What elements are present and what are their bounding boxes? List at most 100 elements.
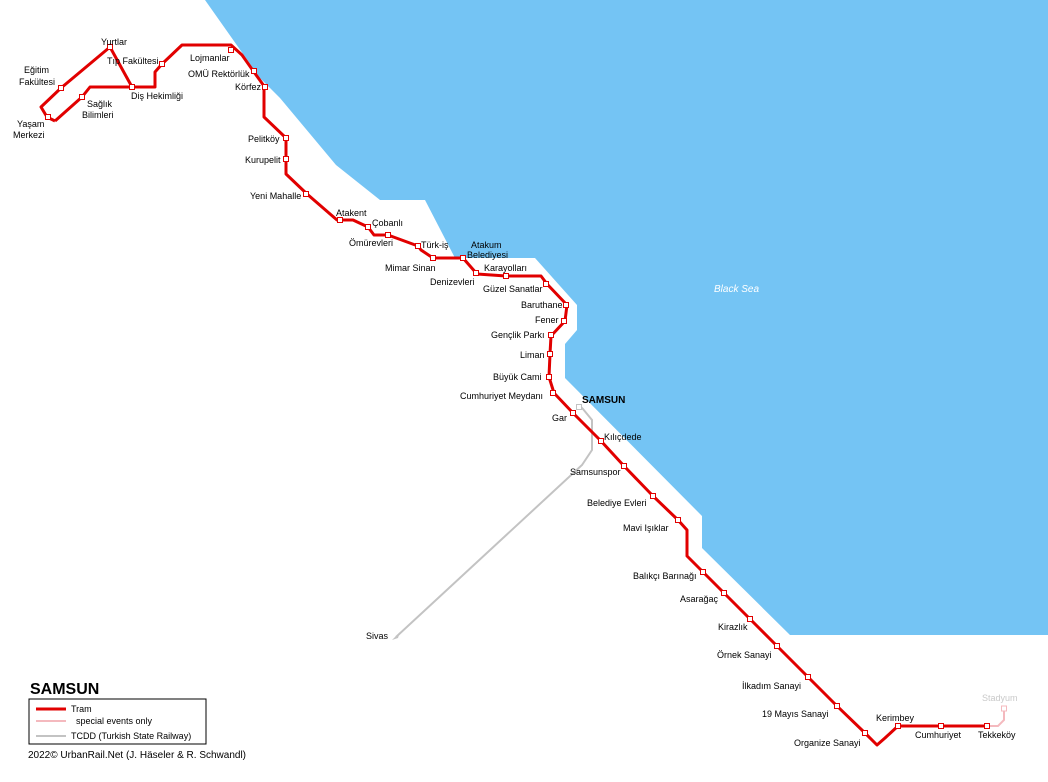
station-cumhuriyet [938,723,944,729]
station-fener [561,318,567,324]
label-yeni-mahalle: Yeni Mahalle [250,191,301,201]
station-genclik-parki [548,332,554,338]
label-korfez: Körfez [235,82,262,92]
station-asaragac [721,590,727,596]
label-baruthane: Baruthane [521,300,563,310]
label-ornek-sanayi: Örnek Sanayi [717,650,772,660]
label-egitim: Eğitim [24,65,49,75]
label-karayollari: Karayolları [484,263,527,273]
label-mimar-sinan: Mimar Sinan [385,263,436,273]
black-sea [205,0,1048,635]
station-ornek-sanayi [774,643,780,649]
label-belediye-evleri: Belediye Evleri [587,498,647,508]
station-atakum-belediyesi [460,255,466,261]
label-samsunspor: Samsunspor [570,467,621,477]
credit-text: 2022© UrbanRail.Net (J. Häseler & R. Sch… [28,750,246,761]
station-ilkadim-sanayi [805,674,811,680]
station-cobanli [365,224,371,230]
station-denizevleri [473,270,479,276]
label-genclik-parki: Gençlik Parkı [491,330,545,340]
sivas-label: Sivas [366,631,389,641]
station-omurevleri [385,232,391,238]
legend-tram-label: Tram [71,704,92,714]
station-19-mayis-sanayi [834,703,840,709]
label-tip-fakultesi: Tıp Fakültesi [107,56,159,66]
station-lojmanlar [228,47,234,53]
label-gar: Gar [552,413,567,423]
label-pelitkoy: Pelitköy [248,134,280,144]
station-samsunspor [621,463,627,469]
station-atakent [337,217,343,223]
station-egitim-fakultesi [58,85,64,91]
label-tekkekoy: Tekkeköy [978,730,1016,740]
label-omu-rektorluk: OMÜ Rektörlük [188,69,250,79]
label-atakum: Atakum [471,240,502,250]
label-lojmanlar: Lojmanlar [190,53,230,63]
station-belediye-evleri [650,493,656,499]
label-denizevleri: Denizevleri [430,277,475,287]
station-balikci-barinagi [700,569,706,575]
label-buyuk-cami: Büyük Cami [493,372,542,382]
legend-special-label: special events only [76,716,153,726]
label-kurupelit: Kurupelit [245,155,281,165]
label-saglik: Sağlık [87,99,113,109]
label-yasam: Yaşam [17,119,44,129]
label-19-mayis-sanayi: 19 Mayıs Sanayi [762,709,829,719]
label-cobanli: Çobanlı [372,218,403,228]
station-karayollari [503,273,509,279]
station-yurtlar [107,44,113,50]
station-pelitkoy [283,135,289,141]
station-baruthane [563,302,569,308]
station-mimar-sinan [430,255,436,261]
city-label: SAMSUN [582,395,625,406]
station-gar [570,410,576,416]
station-yasam-merkezi [45,114,51,120]
station-guzel-sanatlar [543,281,549,287]
station-liman [547,351,553,357]
sea-label: Black Sea [714,284,759,295]
station-organize-sanayi [862,730,868,736]
station-tip-fakultesi [159,61,165,67]
label-balikci-barinagi: Balıkçı Barınağı [633,571,697,581]
label-asaragac: Asarağaç [680,594,719,604]
label-cumhuriyet: Cumhuriyet [915,730,962,740]
label-organize-sanayi: Organize Sanayi [794,738,861,748]
tcdd-railway-line [392,404,593,640]
label-ilkadim-sanayi: İlkadım Sanayi [742,681,801,691]
legend: Tram special events only TCDD (Turkish S… [28,698,207,745]
station-turk-is [415,243,421,249]
label-kirazlik: Kirazlık [718,622,748,632]
station-kerimbey [895,723,901,729]
station-omu-rektorluk [251,68,257,74]
station-buyuk-cami [546,374,552,380]
station-cumhuriyet-meydani [550,390,556,396]
label-kerimbey: Kerimbey [876,713,915,723]
map-title: SAMSUN [30,681,99,698]
label-mavi-isiklar: Mavi Işıklar [623,523,669,533]
station-yeni-mahalle [303,191,309,197]
label-liman: Liman [520,350,545,360]
label-dis-hekimligi: Diş Hekimliği [131,91,183,101]
station-korfez [262,84,268,90]
stadyum-special-spur [987,710,1005,727]
label-belediyesi: Belediyesi [467,250,508,260]
label-atakent: Atakent [336,208,367,218]
label-merkezi: Merkezi [13,130,45,140]
stadyum-stop [1001,705,1007,712]
stadyum-label: Stadyum [982,693,1018,703]
station-dis-hekimligi [129,84,135,90]
station-kirazlik [747,616,753,622]
label-yurtlar: Yurtlar [101,37,127,47]
station-kilicdede [598,438,604,444]
label-cumhuriyet-meydani: Cumhuriyet Meydanı [460,391,543,401]
station-tekkekoy [984,723,990,729]
station-mavi-isiklar [675,517,681,523]
label-omurevleri: Ömürevleri [349,238,393,248]
label-kilicdede: Kılıçdede [604,432,642,442]
station-saglik-bilimleri [79,94,85,100]
label-bilimleri: Bilimleri [82,110,114,120]
station-markers [45,44,990,736]
label-guzel-sanatlar: Güzel Sanatlar [483,284,543,294]
gar-railway-marker [576,404,582,410]
